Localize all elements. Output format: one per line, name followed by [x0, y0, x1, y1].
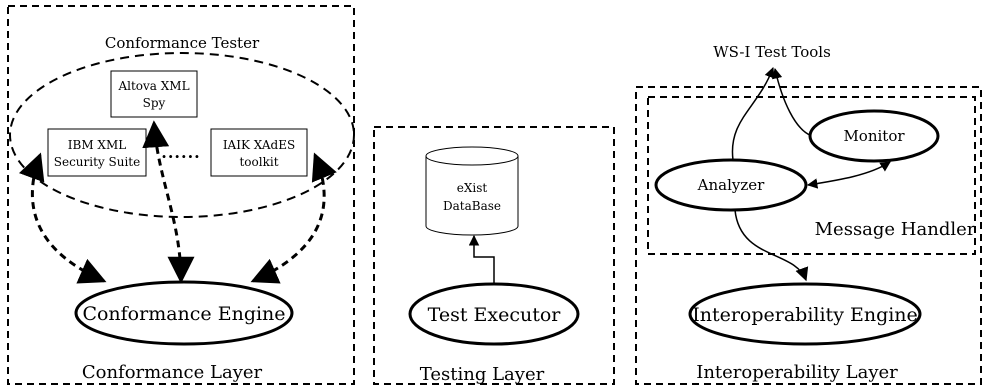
test-executor-label: Test Executor	[428, 304, 562, 326]
test-executor-ellipse	[408, 282, 580, 346]
ibm-line2: Security Suite	[54, 155, 140, 169]
interoperability-engine-label: Interoperability Engine	[692, 304, 918, 326]
conformance-tester-ellipse	[9, 52, 355, 218]
analyzer-label: Analyzer	[697, 176, 765, 194]
altova-xml-spy-box	[110, 70, 198, 118]
monitor-label: Monitor	[843, 127, 905, 145]
analyzer-ellipse	[654, 158, 808, 212]
testing-layer-box	[373, 126, 615, 385]
conformance-layer-box	[7, 5, 355, 385]
message-handler-box	[647, 96, 976, 255]
conformance-layer-label: Conformance Layer	[82, 362, 263, 383]
arrow-analyzer-engine	[734, 209, 809, 282]
message-handler-label: Message Handler	[815, 219, 976, 240]
testing-layer-label: Testing Layer	[420, 364, 545, 385]
database-line2: DataBase	[443, 199, 501, 213]
iaik-line1: IAIK XAdES	[223, 138, 295, 152]
iaik-line2: toolkit	[239, 155, 278, 169]
interoperability-engine-ellipse	[688, 282, 922, 346]
arrow-analyzer-wsi	[731, 67, 775, 161]
arrow-analyzer-monitor	[806, 161, 891, 189]
arrow-executor-database	[468, 234, 495, 284]
monitor-ellipse	[808, 109, 940, 163]
interoperability-layer-box	[635, 86, 982, 385]
arrow-iaik-engine	[250, 152, 337, 284]
altova-line1: Altova XML	[117, 79, 189, 93]
arrow-ibm-engine	[18, 152, 107, 284]
conformance-engine-label: Conformance Engine	[82, 303, 285, 325]
conformance-tester-label: Conformance Tester	[105, 34, 260, 52]
database-line1: eXist	[457, 181, 488, 195]
arrow-monitor-wsi	[771, 67, 813, 137]
interoperability-layer-label: Interoperability Layer	[696, 362, 898, 383]
wsi-test-tools-label: WS-I Test Tools	[713, 43, 831, 61]
ibm-line1: IBM XML	[68, 138, 126, 152]
exist-database-cylinder	[425, 146, 519, 236]
tools-ellipsis: ......	[161, 143, 200, 162]
altova-line2: Spy	[143, 96, 166, 110]
